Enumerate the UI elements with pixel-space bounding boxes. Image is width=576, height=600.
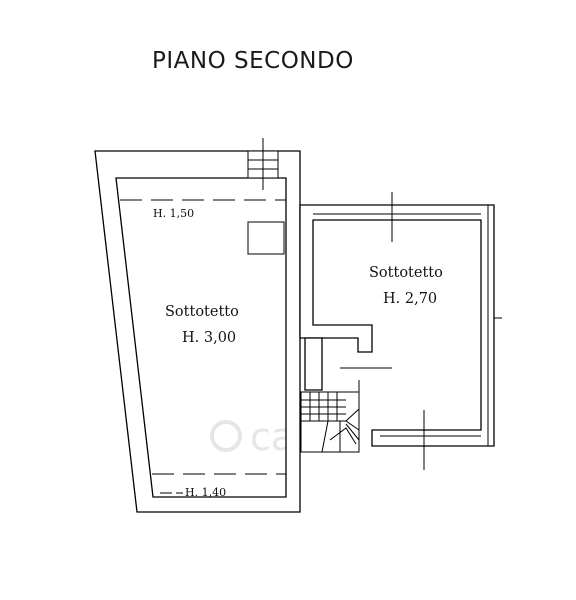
watermark-logo-icon	[210, 420, 242, 452]
staircase	[300, 380, 360, 453]
left-room-walls	[94, 150, 301, 513]
height-note-bottom-left: H. 1,40	[185, 486, 226, 499]
skylight-box	[247, 221, 285, 255]
right-room-name: Sottotetto	[369, 265, 443, 281]
left-room-height: H. 3,00	[182, 330, 236, 346]
chimney-duct	[247, 138, 279, 190]
plan-title: PIANO SECONDO	[152, 48, 354, 74]
right-room-walls	[299, 204, 495, 447]
height-note-top-left: H. 1,50	[153, 207, 194, 220]
left-room-name: Sottotetto	[165, 304, 239, 320]
right-room-height: H. 2,70	[383, 291, 437, 307]
axis-lines	[340, 192, 502, 470]
window-marks	[313, 205, 489, 446]
